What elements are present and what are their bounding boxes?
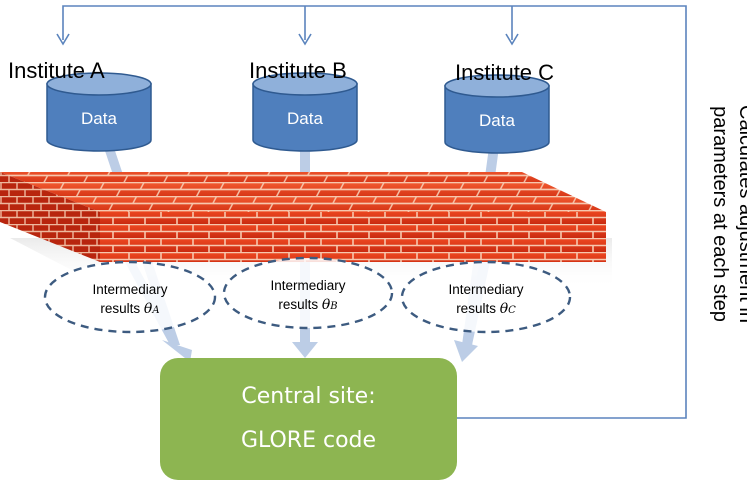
side-note: Calculates adjustment in parameters at e… xyxy=(700,68,747,358)
wall-side xyxy=(0,172,100,262)
central-site-code: GLORE code xyxy=(240,428,377,453)
database-top xyxy=(252,72,358,96)
result-text-c: Intermediary results θC xyxy=(426,280,546,320)
result-ellipse-b xyxy=(222,256,394,330)
result-ellipses xyxy=(43,256,572,334)
wall-front xyxy=(100,212,606,262)
database-label: Data xyxy=(479,111,515,130)
result-text-a: Intermediary results θA xyxy=(70,280,190,320)
arrow-head-b xyxy=(298,33,312,46)
arrow-head-c xyxy=(505,33,519,46)
feedback-line xyxy=(62,5,687,419)
institute-a-label: Institute A xyxy=(8,58,105,83)
institute-b-label: Institute B xyxy=(249,58,347,83)
database-a: Data xyxy=(46,72,152,152)
database-c: Data xyxy=(444,74,550,154)
central-site-box: Central site: GLORE code xyxy=(160,358,457,480)
databases: Data Data Data xyxy=(46,72,550,154)
database-label: Data xyxy=(287,109,323,128)
database-body xyxy=(252,83,358,152)
result-ellipse-a xyxy=(43,260,217,334)
result-line1-c: Intermediary xyxy=(448,282,524,297)
feedback-loop xyxy=(56,5,687,419)
database-label: Data xyxy=(81,109,117,128)
result-line2-c: results θC xyxy=(456,301,516,317)
database-top xyxy=(444,74,550,98)
database-body xyxy=(444,85,550,154)
flow-arrow-head-c xyxy=(454,340,478,362)
result-line2-a: results θA xyxy=(100,301,160,317)
side-note-text: Calculates adjustment in parameters at e… xyxy=(709,105,747,323)
database-b: Data xyxy=(252,72,358,152)
result-line2-b: results θB xyxy=(278,297,338,313)
arrow-head-a xyxy=(56,33,70,46)
database-top xyxy=(46,72,152,96)
flow-arrow-head-b xyxy=(292,342,318,358)
institute-c-label: Institute C xyxy=(455,60,555,85)
central-site-title: Central site: xyxy=(241,384,376,409)
flow-arrow-head-a xyxy=(162,340,192,362)
database-body xyxy=(46,83,152,152)
result-line1-b: Intermediary xyxy=(270,278,346,293)
result-line1-a: Intermediary xyxy=(92,282,168,297)
wall-top xyxy=(0,172,606,212)
result-ellipse-c xyxy=(400,260,572,334)
result-text-b: Intermediary results θB xyxy=(248,276,368,316)
